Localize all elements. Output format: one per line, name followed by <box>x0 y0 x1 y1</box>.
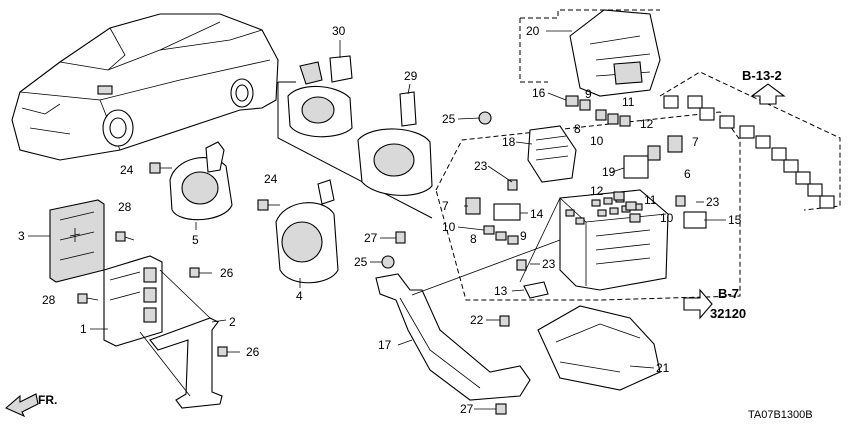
part-1-ecu <box>90 255 163 347</box>
nut-25-a <box>478 111 492 125</box>
vehicle-illustration <box>11 13 279 161</box>
reference-b13-2: B-13-2 <box>742 68 782 83</box>
bolt-23-c <box>675 195 686 207</box>
callout-18: 18 <box>502 135 516 149</box>
bolt-22 <box>499 315 510 327</box>
part-4-horn <box>275 179 339 288</box>
callout-16: 16 <box>532 86 546 100</box>
right-arrow-icon <box>683 288 713 320</box>
small-relays-lower <box>483 225 519 245</box>
callout-7a: 7 <box>692 135 699 149</box>
callout-19: 19 <box>602 165 616 179</box>
part-7-relay-a <box>667 135 683 153</box>
callout-11b: 11 <box>644 193 657 207</box>
callout-11a: 11 <box>622 95 635 109</box>
callout-12a: 12 <box>640 117 654 131</box>
bolt-27-a <box>395 231 406 244</box>
callouts: 1 2 3 4 5 6 7 7 8 8 9 9 10 10 10 11 11 1… <box>18 24 742 416</box>
callout-23b: 23 <box>542 257 556 271</box>
bolt-28-b <box>77 293 99 304</box>
relay-16 <box>565 95 579 107</box>
part-14-fuse <box>493 203 521 221</box>
bolt-26-b <box>217 346 240 357</box>
callout-7b: 7 <box>442 199 449 213</box>
bolt-26-a <box>189 267 212 278</box>
front-direction-arrow: FR. <box>4 393 57 418</box>
callout-26a: 26 <box>220 266 234 280</box>
reference-b7: B-7 <box>718 286 739 301</box>
bolt-23-b <box>516 259 527 271</box>
main-fuse-box <box>519 189 669 291</box>
callout-9a: 9 <box>585 87 592 101</box>
callout-30: 30 <box>332 24 346 38</box>
part-6-relay <box>647 145 661 161</box>
callout-3: 3 <box>18 229 25 243</box>
callout-14: 14 <box>530 207 544 221</box>
part-3-cover <box>28 199 105 283</box>
callout-9b: 9 <box>520 229 527 243</box>
callout-25b: 25 <box>354 255 368 269</box>
part-13-clip <box>523 281 549 299</box>
part-30-horn <box>287 40 353 138</box>
part-2-bracket <box>139 269 227 409</box>
direction-label: FR. <box>38 393 57 407</box>
callout-21: 21 <box>656 361 670 375</box>
callout-29: 29 <box>404 69 418 83</box>
control-unit-location-marker <box>97 85 113 95</box>
callout-26b: 26 <box>246 345 260 359</box>
callout-2: 2 <box>229 315 236 329</box>
bolt-27-b <box>495 403 507 415</box>
callout-27a: 27 <box>364 231 378 245</box>
callout-6: 6 <box>684 167 691 181</box>
part-7-relay-b <box>465 197 481 215</box>
callout-10a: 10 <box>590 134 604 148</box>
bolt-24-b <box>257 199 280 211</box>
part-20-cover <box>569 9 661 97</box>
part-15-fuse <box>683 211 707 229</box>
diagram-code: TA07B1300B <box>748 409 813 421</box>
callout-24a: 24 <box>120 163 134 177</box>
leader-lines <box>370 30 726 410</box>
callout-23a: 23 <box>474 159 488 173</box>
callout-22: 22 <box>470 313 484 327</box>
part-21-cover <box>537 305 661 391</box>
callout-15: 15 <box>728 213 742 227</box>
callout-13: 13 <box>494 284 508 298</box>
small-relays-right <box>613 191 641 223</box>
callout-17: 17 <box>378 338 392 352</box>
bolt-28-a <box>115 231 135 242</box>
callout-20: 20 <box>526 24 540 38</box>
callout-10b: 10 <box>442 220 456 234</box>
callout-8a: 8 <box>574 122 581 136</box>
reference-32120: 32120 <box>710 306 746 321</box>
callout-4: 4 <box>296 289 303 303</box>
callout-28a: 28 <box>118 200 132 214</box>
part-29-horn <box>357 83 433 196</box>
callout-25a: 25 <box>442 112 456 126</box>
callout-12b: 12 <box>590 184 604 198</box>
callout-10c: 10 <box>660 211 674 225</box>
callout-27b: 27 <box>460 402 474 416</box>
part-18-module <box>527 125 577 183</box>
part-19-relay <box>623 155 649 179</box>
small-relays-upper <box>565 95 631 127</box>
callout-8b: 8 <box>470 232 477 246</box>
nut-25-b <box>381 255 395 269</box>
callout-1: 1 <box>80 322 87 336</box>
part-5-horn-bracket <box>169 141 233 230</box>
callout-5: 5 <box>192 233 199 247</box>
callout-24b: 24 <box>264 172 278 186</box>
up-arrow-icon <box>750 83 786 105</box>
callout-23c: 23 <box>706 195 720 209</box>
relay-strip <box>663 95 835 209</box>
callout-28b: 28 <box>42 293 56 307</box>
bolt-24-a <box>149 162 172 174</box>
bolt-23-a <box>507 179 518 191</box>
bolts <box>77 111 686 415</box>
